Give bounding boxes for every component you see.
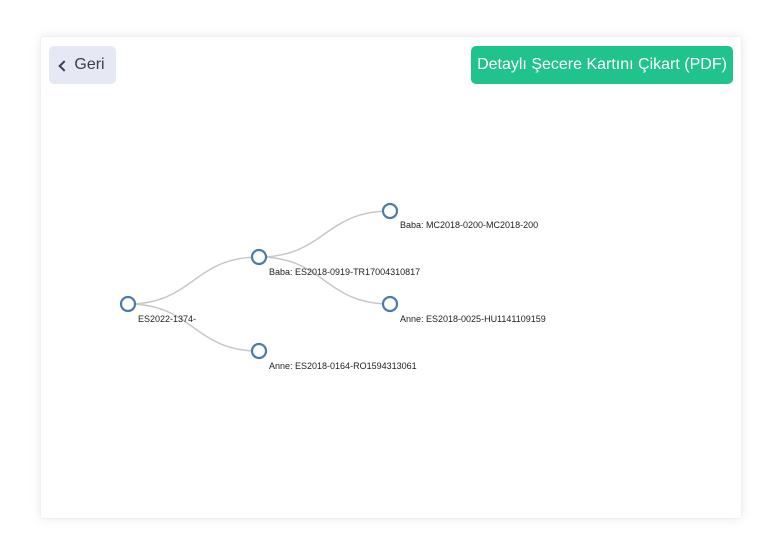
tree-link	[258, 210, 391, 258]
node-circle[interactable]	[381, 202, 399, 220]
tree-links	[127, 210, 391, 352]
node-circle[interactable]	[250, 342, 268, 360]
node-circle[interactable]	[250, 248, 268, 266]
node-label: Baba: MC2018-0200-MC2018-200	[400, 220, 538, 230]
node-label: Anne: ES2018-0025-HU1141109159	[400, 314, 546, 324]
export-pdf-button-label: Detaylı Şecere Kartını Çikart (PDF)	[477, 56, 727, 73]
tree-node-paternal-grandfather[interactable]: Baba: MC2018-0200-MC2018-200	[381, 202, 538, 230]
node-circle[interactable]	[381, 295, 399, 313]
tree-node-mother[interactable]: Anne: ES2018-0164-RO1594313061	[250, 342, 417, 371]
node-label: Baba: ES2018-0919-TR17004310817	[269, 267, 420, 277]
back-button[interactable]: Geri	[49, 46, 116, 84]
node-label: Anne: ES2018-0164-RO1594313061	[269, 361, 417, 371]
tree-node-paternal-grandmother[interactable]: Anne: ES2018-0025-HU1141109159	[381, 295, 546, 324]
tree-node-root[interactable]: ES2022-1374-	[119, 295, 196, 324]
back-button-label: Geri	[74, 56, 105, 73]
node-circle[interactable]	[119, 295, 137, 313]
pedigree-card: Geri Detaylı Şecere Kartını Çikart (PDF)	[41, 37, 741, 518]
tree-link	[258, 256, 391, 305]
tree-link	[127, 256, 260, 305]
export-pdf-button[interactable]: Detaylı Şecere Kartını Çikart (PDF)	[471, 46, 733, 84]
node-label: ES2022-1374-	[138, 314, 196, 324]
tree-node-father[interactable]: Baba: ES2018-0919-TR17004310817	[250, 248, 420, 277]
tree-nodes: ES2022-1374- Baba: ES2018-0919-TR1700431…	[119, 202, 546, 371]
tree-link	[127, 303, 260, 352]
